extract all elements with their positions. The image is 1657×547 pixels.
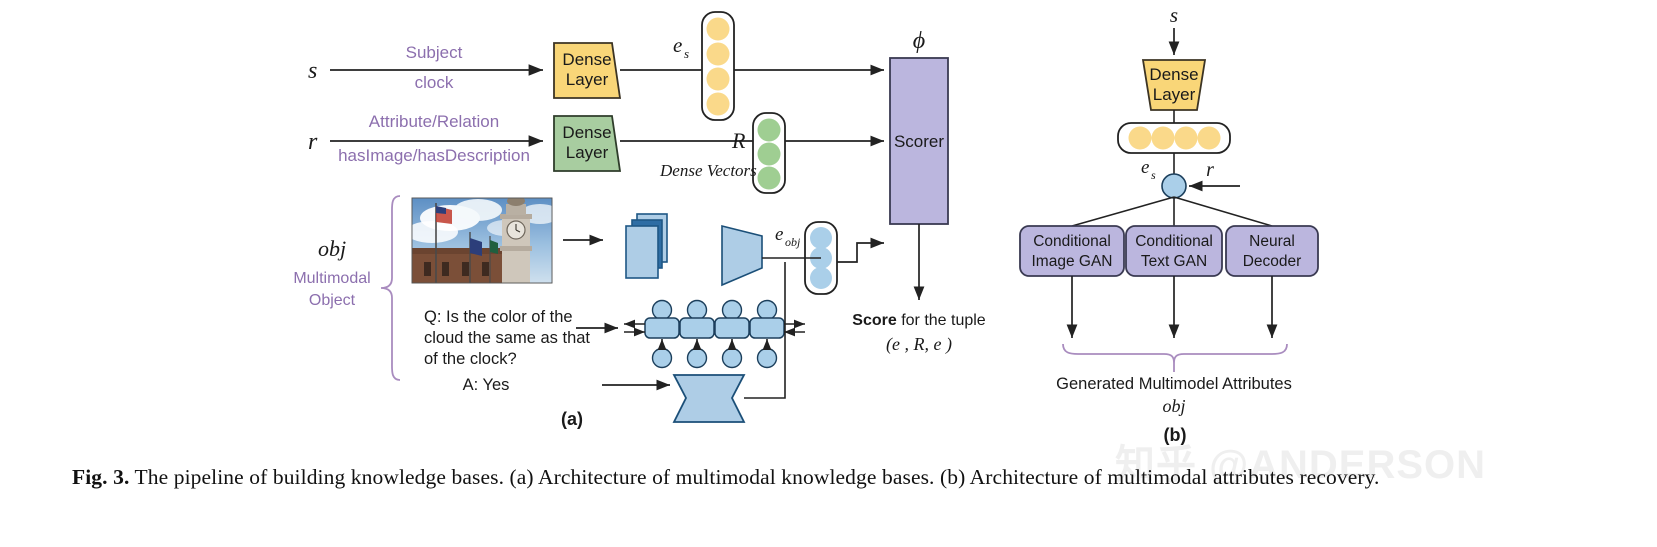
box2-line1: Conditional <box>1135 233 1213 250</box>
panel-b-output-brace <box>1062 343 1288 364</box>
label-multimodal-line1: Multimodal <box>293 270 370 287</box>
panel-b-box-conditional-text-gan: Conditional Text GAN <box>1125 225 1223 277</box>
panel-b-label-es: e s <box>1141 157 1156 182</box>
label-R: R <box>731 128 746 153</box>
wire-eobj-to-scorer <box>837 237 884 263</box>
label-eobj: e obj <box>775 224 801 249</box>
figure-caption: Fig. 3. The pipeline of building knowled… <box>72 462 1592 492</box>
figure-caption-text: The pipeline of building knowledge bases… <box>134 465 1380 489</box>
dense-layer-subject: Dense Layer <box>553 42 622 99</box>
svg-text:e: e <box>673 33 682 57</box>
svg-text:e: e <box>1141 157 1149 178</box>
svg-text:Score for the tuple: Score for the tuple <box>852 312 986 329</box>
panel-b-label: (b) <box>1164 425 1187 445</box>
label-dense-vectors: Dense Vectors <box>659 161 757 180</box>
svg-text:s: s <box>1151 168 1156 182</box>
wire-b-node-to-box3 <box>1173 196 1273 227</box>
multimodal-brace <box>380 195 401 381</box>
label-attribute-relation: Attribute/Relation <box>369 112 499 131</box>
panel-b-vector-es <box>1117 122 1231 154</box>
question-line-3: of the clock? <box>424 350 517 368</box>
panel-b-input-r: r <box>1206 159 1214 181</box>
svg-text:s: s <box>684 46 689 61</box>
label-has-image-description: hasImage/hasDescription <box>338 146 530 165</box>
panel-b-input-s: s <box>1170 3 1178 27</box>
vector-R <box>752 112 786 194</box>
label-es: e s <box>673 33 689 61</box>
question-line-1: Q: Is the color of the <box>424 308 573 326</box>
answer-text: A: Yes <box>463 376 510 394</box>
wire-hourglass-to-eobj <box>744 262 786 399</box>
panel-b-junction-node <box>1161 173 1187 199</box>
vector-es <box>701 11 735 121</box>
panel-b-box-conditional-image-gan: Conditional Image GAN <box>1019 225 1125 277</box>
input-photo <box>411 197 553 284</box>
cnn-feature-stack <box>625 213 668 279</box>
dense-layer-subject-line1: Dense <box>562 50 611 69</box>
svg-text:obj: obj <box>785 235 801 249</box>
box1-line2: Image GAN <box>1032 253 1113 270</box>
dense-layer-relation: Dense Layer <box>553 115 622 172</box>
label-input-r: r <box>308 129 318 155</box>
cnn-encoder-trapezoid <box>721 224 763 287</box>
figure-caption-prefix: Fig. 3. <box>72 465 130 489</box>
panel-b-output-obj: obj <box>1162 396 1185 416</box>
box3-line2: Decoder <box>1243 253 1302 270</box>
panel-b-dense-layer: Dense Layer <box>1141 59 1207 111</box>
dense-layer-relation-line1: Dense <box>562 123 611 142</box>
scorer-label: Scorer <box>894 132 944 151</box>
label-input-s: s <box>308 58 317 84</box>
label-multimodal-line2: Object <box>309 292 356 309</box>
score-tuple: (e , R, e ) <box>886 334 952 355</box>
panel-b-output-label: Generated Multimodel Attributes <box>1056 375 1292 393</box>
label-obj: obj <box>318 236 346 261</box>
panel-b-dense-line1: Dense <box>1149 65 1198 84</box>
score-output-label: Score for the tuple (e , R, e ) <box>852 312 986 355</box>
panel-b-dense-line2: Layer <box>1153 85 1196 104</box>
label-subject: Subject <box>406 43 463 62</box>
box1-line1: Conditional <box>1033 233 1111 250</box>
answer-hourglass <box>672 374 746 423</box>
label-phi: ϕ <box>913 28 925 54</box>
bilstm-network <box>624 299 805 369</box>
score-rest-text: for the tuple <box>897 312 986 329</box>
panel-b-box-neural-decoder: Neural Decoder <box>1225 225 1319 277</box>
svg-text:e: e <box>775 224 783 245</box>
box2-line2: Text GAN <box>1141 253 1207 270</box>
wire-b-node-to-box1 <box>1071 196 1175 227</box>
box3-line1: Neural <box>1249 233 1295 250</box>
panel-a-label: (a) <box>561 409 583 429</box>
dense-layer-subject-line2: Layer <box>566 70 609 89</box>
dense-layer-relation-line2: Layer <box>566 143 609 162</box>
scorer-box: Scorer <box>889 57 949 225</box>
score-bold-word: Score <box>852 312 897 329</box>
question-text: Q: Is the color of the cloud the same as… <box>424 308 590 368</box>
question-line-2: cloud the same as that <box>424 329 590 347</box>
label-clock: clock <box>415 73 454 92</box>
watermark: 知乎 @ANDERSON <box>1115 443 1487 487</box>
